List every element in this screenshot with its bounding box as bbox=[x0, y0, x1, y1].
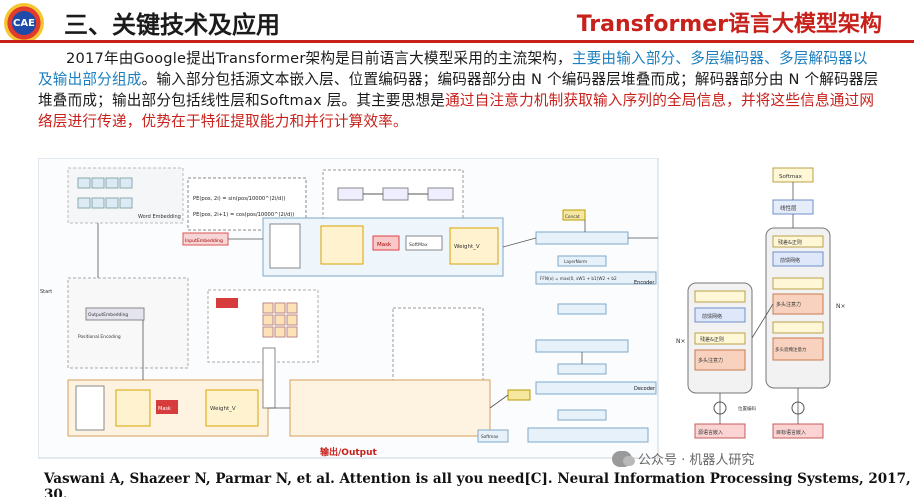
wechat-watermark: 公众号 · 机器人研究 bbox=[612, 449, 754, 468]
right-softmax-label: Softmax bbox=[779, 174, 803, 180]
word-embedding-label: Word Embedding bbox=[138, 214, 181, 220]
formula-sin: PE(pos, 2i) = sin(pos/10000^(2i/d)) bbox=[193, 196, 285, 202]
encoder-label: Encoder bbox=[634, 280, 655, 286]
cae-logo: CAE bbox=[4, 3, 44, 43]
pos-encoding-label: Positional Encoding bbox=[78, 334, 121, 340]
right-linear-label: 线性层 bbox=[780, 204, 797, 212]
right-encoder-nx: N× bbox=[676, 338, 686, 345]
classic-transformer-figure: Softmax 线性层 残差&正则 前馈网络 多头注意力 多头遮掩注意力 N× … bbox=[676, 167, 846, 439]
para-highlight-red: 通过自注意力机制获取输入序列的全局信息，并将这些信息通过网络层进行传递，优势在于… bbox=[38, 92, 875, 130]
output-embedding-block: Start OutputEmbedding Positional Encodin… bbox=[40, 277, 189, 369]
right-pe-label: 位置编码 bbox=[738, 405, 756, 412]
right-encoder-addnorm: 残差&正则 bbox=[700, 336, 724, 343]
right-decoder-addnorm-1: 残差&正则 bbox=[778, 239, 802, 246]
watermark-text: 公众号 · 机器人研究 bbox=[638, 453, 755, 468]
input-embedding-label: InputEmbedding bbox=[185, 238, 223, 244]
encoder-ffn-label: FFN(x) = max(0, xW1 + b1)W2 + b2 bbox=[540, 276, 617, 281]
decoder-weight-v-label: Weight_V bbox=[210, 406, 236, 412]
diagram-svg: Word Embedding PE(pos, 2i) = sin(pos/100… bbox=[37, 157, 846, 459]
encoder-weight-v-label: Weight_V bbox=[454, 244, 480, 250]
decoder-label: Decoder bbox=[634, 386, 656, 392]
decoder-right-stack: Decoder Softmax bbox=[477, 339, 657, 443]
slide-title: Transformer语言大模型架构 bbox=[576, 12, 882, 37]
encoder-mask-label: Mask bbox=[377, 242, 392, 248]
slide-header: CAE 三、关键技术及应用 Transformer语言大模型架构 bbox=[0, 0, 914, 44]
right-encoder-mha: 多头注意力 bbox=[698, 357, 723, 364]
right-output-embedding: 目标语言嵌入 bbox=[776, 429, 806, 436]
right-decoder-nx: N× bbox=[836, 303, 846, 310]
right-decoder-masked-mha: 多头遮掩注意力 bbox=[775, 346, 807, 353]
description-paragraph: 2017年由Google提出Transformer架构是目前语言大模型采用的主流… bbox=[38, 48, 880, 132]
transformer-architecture-diagram: Word Embedding PE(pos, 2i) = sin(pos/100… bbox=[37, 157, 876, 464]
right-decoder-mha: 多头注意力 bbox=[776, 301, 801, 308]
encoder-attention-block: Mask SoftMax Weight_V bbox=[262, 217, 504, 277]
right-decoder-ffn: 前馈网络 bbox=[780, 257, 800, 264]
encoder-concat-label: Concat bbox=[565, 214, 580, 219]
layernorm-formula-box bbox=[392, 307, 484, 381]
right-input-embedding: 源语言嵌入 bbox=[698, 429, 723, 436]
para-highlight-blue: 主要由输入部分、多层编码器、多层解码器以及输出部分组成 bbox=[38, 50, 868, 88]
output-softmax-label: Softmax bbox=[481, 434, 499, 439]
para-part-3: 。输入部分包括源文本嵌入层、位置编码器；编码器部分由 N 个编码器层堆叠而成；解… bbox=[38, 71, 879, 109]
linear-layer-box bbox=[262, 347, 276, 409]
attention-sketch bbox=[322, 169, 464, 226]
citation: Vaswani A, Shazeer N, Parmar N, et al. A… bbox=[44, 471, 911, 497]
decoder-mask-label: Mask bbox=[158, 406, 171, 412]
output-label: 输出/Output bbox=[320, 446, 377, 458]
decoder-attention-block: Mask Weight_V bbox=[67, 379, 531, 437]
right-encoder-ffn: 前馈网络 bbox=[702, 313, 722, 320]
connector-lines bbox=[97, 220, 658, 409]
section-title: 三、关键技术及应用 bbox=[64, 11, 280, 39]
encoder-softmax-label: SoftMax bbox=[409, 242, 428, 248]
wechat-icon bbox=[612, 450, 635, 467]
para-part-1: 2017年由Google提出Transformer架构是目前语言大模型采用的主流… bbox=[66, 50, 572, 67]
logo-text: CAE bbox=[13, 17, 35, 29]
header-divider bbox=[0, 40, 914, 43]
encoder-layernorm-label: LayerNorm bbox=[564, 259, 587, 264]
word-embedding-block: Word Embedding bbox=[67, 167, 184, 224]
formula-cos: PE(pos, 2i+1) = cos(pos/10000^(2i/d)) bbox=[193, 212, 294, 218]
start-label: Start bbox=[40, 289, 52, 295]
output-embedding-label: OutputEmbedding bbox=[88, 312, 128, 318]
